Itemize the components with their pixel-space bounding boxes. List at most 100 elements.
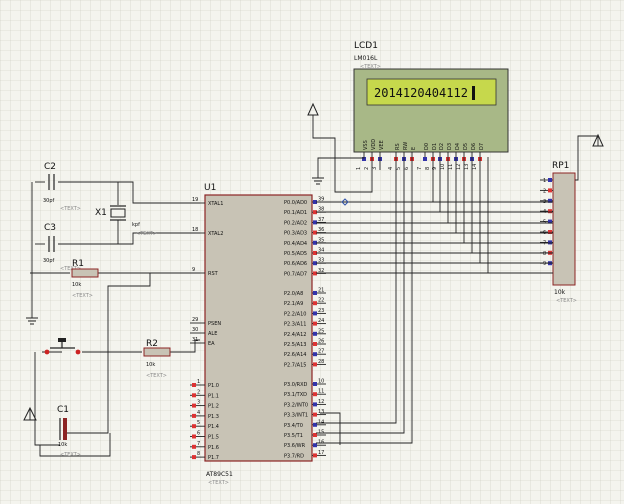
mcu-pin-marker [313, 342, 317, 346]
rp1-pin-marker [548, 178, 552, 182]
lcd-pin-number: 14 [472, 164, 478, 170]
mcu-pin-marker [313, 230, 317, 235]
mcu-pin-marker [313, 362, 317, 367]
mcu-pin-name-xtal1: XTAL1 [208, 201, 223, 207]
mcu-pins: 19XTAL118XTAL29RST29PSEN30ALE31EA1P1.02P… [190, 197, 326, 461]
x1-ref-label: X1 [95, 208, 107, 218]
lcd-ref-label: LCD1 [354, 41, 378, 51]
c1-value-label: 10k [58, 442, 67, 448]
capacitor-c3[interactable]: C3 30pf <TEXT> [43, 223, 81, 272]
mcu-pin-name: P1.6 [208, 445, 219, 451]
mcu-pin-marker [313, 382, 317, 386]
resistor-r1[interactable]: R1 10k <TEXT> [71, 259, 99, 299]
mcu-pin-number: 26 [318, 339, 324, 345]
rp1-pin-number: 8 [543, 251, 546, 257]
capacitor-c1[interactable]: C1 10k <TEXT> [57, 405, 81, 458]
mcu-pin-marker [313, 331, 317, 336]
mcu-body [204, 194, 313, 462]
lcd-pin-name-vss: VSS [363, 140, 369, 150]
r1-text-tag: <TEXT> [72, 293, 93, 299]
lcd-pin-number: 2 [364, 167, 370, 170]
mcu-text-tag: <TEXT> [208, 480, 229, 486]
mcu-pin-number: 11 [318, 389, 324, 395]
mcu-pin-number: 19 [192, 197, 198, 203]
mcu-pin-number: 27 [318, 349, 324, 355]
mcu-pin-number: 23 [318, 308, 324, 314]
mcu-pin-number: 30 [192, 327, 198, 333]
mcu-pin-name: P0.6/AD6 [284, 261, 307, 267]
r2-ref-label: R2 [146, 339, 158, 349]
lcd-pin-number: 4 [388, 167, 394, 170]
mcu-pin-name: P3.5/T1 [284, 433, 303, 439]
lcd-pin-marker [362, 157, 366, 161]
mcu-pin-marker [313, 251, 317, 255]
c2-text-tag: <TEXT> [60, 206, 81, 212]
mcu-pin-number: 38 [318, 207, 324, 213]
mcu-ref-label: U1 [204, 183, 216, 193]
r2-value-label: 10k [146, 362, 155, 368]
mcu-pin-name: P1.1 [208, 393, 219, 399]
mcu-pin-marker [313, 321, 317, 326]
mcu-pin-name: P2.4/A12 [284, 332, 306, 338]
mcu-pin-marker [313, 443, 317, 448]
mcu-pin-marker [313, 412, 317, 417]
x1-value-label: kpf [132, 222, 140, 228]
mcu-pin-name: P2.5/A13 [284, 342, 306, 348]
mcu-pin-number: 9 [192, 267, 195, 273]
mcu-pin-marker [313, 220, 317, 225]
mcu-pin-name: P0.0/AD0 [284, 200, 307, 206]
lcd-pin-name-d3: D3 [447, 143, 453, 150]
capacitor-c2[interactable]: C2 30pf <TEXT> [43, 162, 81, 212]
mcu-pin-number: 15 [318, 430, 324, 436]
mcu-pin-marker [313, 402, 317, 407]
mcu-pin-name: P1.7 [208, 455, 219, 461]
x1-text-tag: <TEXT> [136, 231, 157, 237]
rp1-pin-number: 9 [543, 261, 546, 267]
mcu-pin-name: P0.1/AD1 [284, 210, 307, 216]
mcu-pin-number: 35 [318, 237, 324, 243]
lcd-pin-number: 13 [464, 164, 470, 170]
rp1-pin-marker [548, 209, 552, 214]
mcu-pin-marker [192, 383, 196, 387]
lcd-pin-name-d4: D4 [455, 143, 461, 150]
mcu-pin-name: P2.3/A11 [284, 322, 306, 328]
mcu-pin-marker [313, 311, 317, 316]
mcu-pin-name: P3.1/TXD [284, 392, 307, 398]
lcd-pin-name-rs: RS [395, 143, 401, 150]
lcd-pin-number: 1 [356, 167, 362, 170]
r1-value-label: 10k [72, 282, 81, 288]
mcu-pin-name: P0.7/AD7 [284, 271, 307, 277]
rp1-body [552, 172, 576, 286]
mcu-pin-number: 7 [197, 441, 200, 447]
mcu-u1[interactable]: U1 19XTAL118XTAL29RST29PSEN30ALE31EA1P1.… [190, 183, 326, 486]
mcu-pin-number: 10 [318, 379, 324, 385]
lcd-module[interactable]: LCD1 LM016L <TEXT> 2014120404112 VSS1VDD… [353, 41, 509, 170]
mcu-pin-name: P2.2/A10 [284, 311, 306, 317]
mcu-pin-name: P2.6/A14 [284, 352, 306, 358]
mcu-pin-marker [313, 392, 317, 397]
c3-text-tag: <TEXT> [60, 266, 81, 272]
resistor-r2[interactable]: R2 10k <TEXT> [143, 339, 171, 379]
mcu-pin-number: 6 [197, 431, 200, 437]
mcu-pin-marker [313, 210, 317, 215]
power-arrow-icon [23, 102, 604, 421]
lcd-pin-number: 6 [404, 167, 410, 170]
mcu-pin-number: 39 [318, 197, 324, 203]
push-button-reset[interactable] [44, 338, 81, 355]
mcu-pin-name: P2.1/A9 [284, 301, 303, 307]
rp1-pin-marker [548, 230, 552, 234]
r1-ref-label: R1 [72, 259, 84, 269]
mcu-pin-number: 25 [318, 328, 324, 334]
mcu-pin-number: 17 [318, 450, 324, 456]
mcu-pin-name: P0.2/AD2 [284, 220, 307, 226]
lcd-pin-number: 7 [417, 167, 423, 170]
mcu-pin-name: P1.5 [208, 435, 219, 441]
lcd-pin-number: 8 [425, 167, 431, 170]
lcd-pin-name-d5: D5 [463, 143, 469, 150]
rp1-pin-marker [548, 219, 552, 224]
mcu-pin-number: 14 [318, 419, 324, 425]
mcu-pin-name-xtal2: XTAL2 [208, 231, 223, 237]
lcd-pin-name-vee: VEE [379, 140, 385, 150]
crystal-x1[interactable]: X1 kpf <TEXT> [95, 205, 157, 237]
